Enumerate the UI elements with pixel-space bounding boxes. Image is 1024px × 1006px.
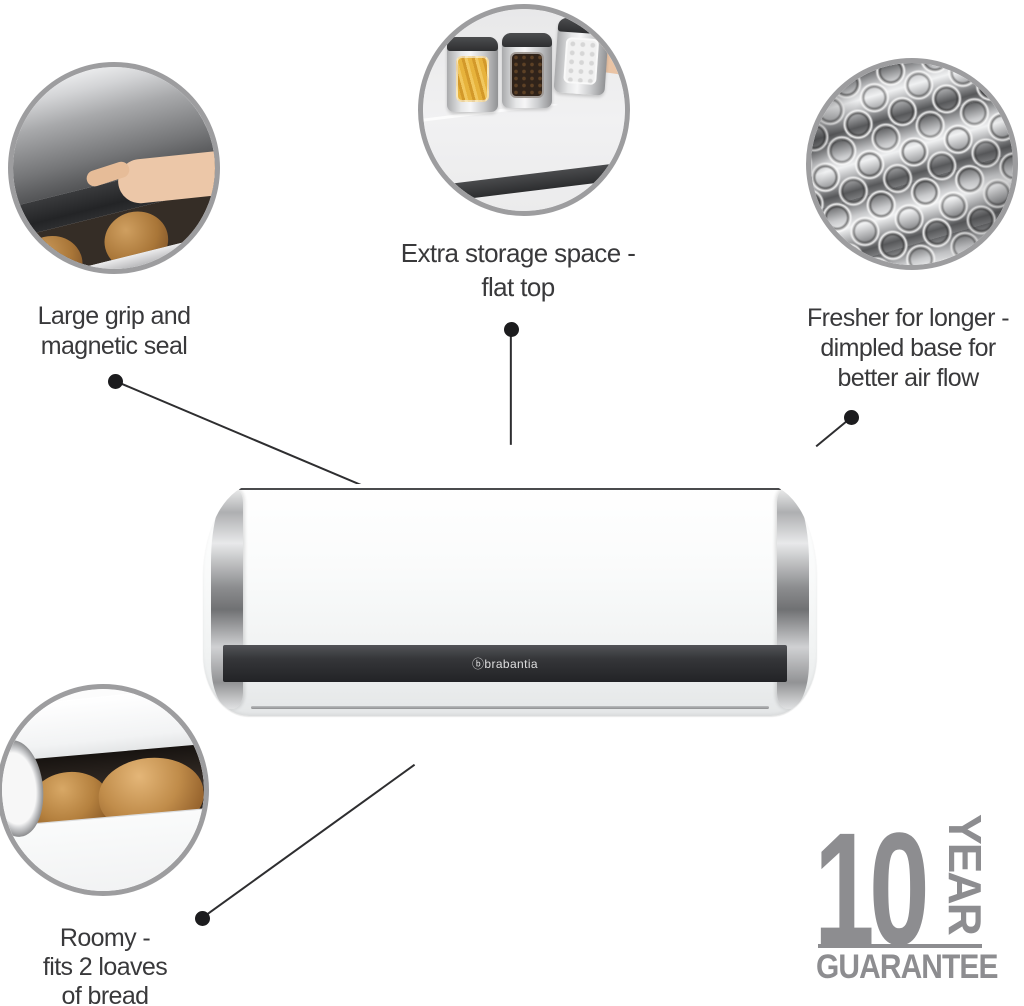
roomy-photo-scene — [2, 689, 204, 891]
label-line: Extra storage space - — [400, 238, 636, 268]
connector-dot-fresher — [844, 410, 859, 425]
feature-photo-grip — [8, 62, 220, 274]
label-line: fits 2 loaves — [42, 953, 168, 981]
guarantee-badge: 10 YEAR GUARANTEE — [814, 809, 998, 988]
canister-lid — [447, 37, 498, 52]
callout-line-storage — [510, 330, 512, 445]
callout-label-roomy: Roomy - fits 2 loaves of bread — [5, 924, 205, 1006]
breadbox-body: ⓑbrabantia — [203, 484, 817, 716]
canister-window — [563, 36, 600, 86]
callout-label-grip: Large grip and magnetic seal — [14, 301, 214, 361]
grip-photo-scene — [13, 67, 215, 269]
handle-strip: ⓑbrabantia — [223, 645, 787, 682]
guarantee-divider — [818, 944, 982, 948]
callout-label-fresher: Fresher for longer - dimpled base for be… — [793, 303, 1023, 393]
bin-front-strip — [437, 163, 615, 203]
guarantee-year-vertical: YEAR — [939, 814, 991, 934]
label-line: flat top — [481, 272, 555, 302]
storage-photo-scene — [423, 9, 625, 211]
canister-window — [455, 55, 490, 103]
callout-label-storage: Extra storage space - flat top — [398, 236, 638, 304]
lid-top-edge — [239, 488, 781, 490]
label-line: of bread — [61, 982, 150, 1006]
bread-loaf — [13, 229, 89, 269]
storage-canister-beans — [501, 33, 553, 108]
canister-window — [510, 51, 544, 99]
canister-lid — [501, 33, 553, 48]
label-line: dimpled base for — [820, 334, 996, 362]
label-line: better air flow — [837, 364, 979, 392]
label-line: Roomy - — [59, 924, 151, 952]
connector-dot-storage — [504, 322, 519, 337]
canister-lid — [557, 17, 610, 36]
label-line: Fresher for longer - — [807, 304, 1010, 332]
connector-dot-grip — [108, 374, 123, 389]
brand-logo: ⓑbrabantia — [471, 657, 539, 671]
guarantee-number: 10 — [814, 799, 930, 978]
metal-shading — [811, 63, 1013, 265]
storage-canister-pasta — [447, 37, 498, 112]
base-chrome-line — [251, 706, 769, 709]
breadbox-product-image: ⓑbrabantia — [203, 484, 817, 716]
label-line: magnetic seal — [40, 332, 188, 360]
dimpled-base-photo-scene — [811, 63, 1013, 265]
connector-dot-roomy — [195, 911, 210, 926]
guarantee-word: GUARANTEE — [816, 948, 998, 986]
storage-canister-white — [553, 17, 610, 96]
feature-photo-roomy — [0, 684, 209, 896]
feature-photo-dimpled-base — [806, 58, 1018, 270]
callout-line-roomy — [201, 763, 415, 919]
label-line: Large grip and — [37, 302, 191, 330]
feature-photo-storage — [418, 4, 630, 216]
